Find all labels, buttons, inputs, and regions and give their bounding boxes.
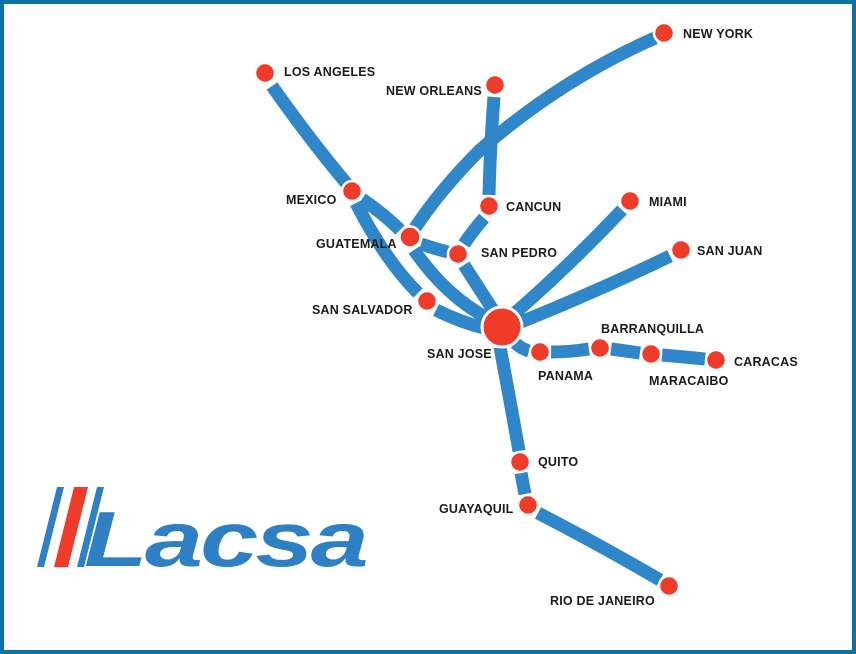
label-mexico: MEXICO: [286, 193, 337, 207]
cities: [253, 21, 728, 598]
route-new-orleans-cancun: [482, 96, 501, 196]
city-marker-mexico[interactable]: [340, 179, 364, 203]
logo-wordmark: Lacsa: [84, 495, 367, 583]
label-cancun: CANCUN: [506, 200, 561, 214]
route-los-angeles-mexico: [266, 82, 352, 189]
label-rio-de-janeiro: RIO DE JANEIRO: [550, 594, 655, 608]
city-marker-los-angeles[interactable]: [253, 61, 277, 85]
city-marker-miami[interactable]: [618, 189, 642, 213]
city-marker-quito[interactable]: [508, 450, 532, 474]
route-mexico-san-salvador: [350, 200, 423, 298]
label-miami: MIAMI: [649, 195, 687, 209]
label-new-york: NEW YORK: [683, 27, 753, 41]
routes: [266, 32, 706, 586]
logo-stripe-blue-right: [77, 487, 104, 567]
label-new-orleans: NEW ORLEANS: [386, 84, 482, 98]
label-guatemala: GUATEMALA: [316, 237, 397, 251]
city-marker-caracas[interactable]: [704, 348, 728, 372]
route-san-jose-quito: [493, 345, 526, 453]
route-san-pedro-san-jose: [458, 261, 499, 314]
route-quito-guayaquil: [514, 471, 532, 496]
logo-stripe-red: [54, 487, 88, 567]
label-maracaibo: MARACAIBO: [649, 374, 729, 388]
label-san-pedro: SAN PEDRO: [481, 246, 557, 260]
label-barranquilla: BARRANQUILLA: [601, 322, 704, 336]
route-cancun-san-pedro: [458, 213, 489, 248]
city-marker-san-pedro[interactable]: [446, 242, 470, 266]
label-san-juan: SAN JUAN: [697, 244, 763, 258]
hub-marker-san-jose[interactable]: [480, 305, 524, 349]
route-san-jose-panama: [510, 337, 531, 358]
route-san-salvador-san-jose: [433, 304, 486, 335]
city-marker-maracaibo[interactable]: [639, 342, 663, 366]
city-marker-san-juan[interactable]: [669, 238, 693, 262]
city-labels: LOS ANGELES NEW ORLEANS NEW YORK MEXICO …: [284, 27, 798, 608]
city-marker-guatemala[interactable]: [398, 225, 422, 249]
label-san-jose: SAN JOSE: [427, 347, 492, 361]
city-marker-cancun[interactable]: [477, 194, 501, 218]
lacsa-logo: Lacsa: [37, 487, 369, 583]
route-guatemala-san-pedro: [418, 237, 450, 259]
city-marker-barranquilla[interactable]: [588, 336, 612, 360]
city-marker-panama[interactable]: [528, 340, 552, 364]
route-san-juan-san-jose: [518, 250, 673, 329]
route-panama-barranquilla: [550, 342, 591, 359]
route-guayaquil-rio: [535, 507, 664, 586]
city-marker-san-salvador[interactable]: [415, 289, 439, 313]
route-miami-san-jose: [510, 205, 627, 318]
city-marker-new-york[interactable]: [652, 21, 676, 45]
route-barranquilla-maracaibo: [610, 342, 641, 360]
logo-stripe-blue-left: [37, 487, 64, 567]
city-marker-rio-de-janeiro[interactable]: [657, 574, 681, 598]
city-marker-new-orleans[interactable]: [483, 73, 507, 97]
label-san-salvador: SAN SALVADOR: [312, 303, 413, 317]
route-maracaibo-caracas: [661, 348, 706, 366]
route-mexico-guatemala: [358, 193, 405, 235]
label-los-angeles: LOS ANGELES: [284, 65, 375, 79]
label-guayaquil: GUAYAQUIL: [439, 502, 514, 516]
label-caracas: CARACAS: [734, 355, 798, 369]
route-guatemala-san-jose: [408, 246, 491, 324]
city-marker-guayaquil[interactable]: [516, 493, 540, 517]
label-quito: QUITO: [538, 455, 578, 469]
label-panama: PANAMA: [538, 369, 593, 383]
